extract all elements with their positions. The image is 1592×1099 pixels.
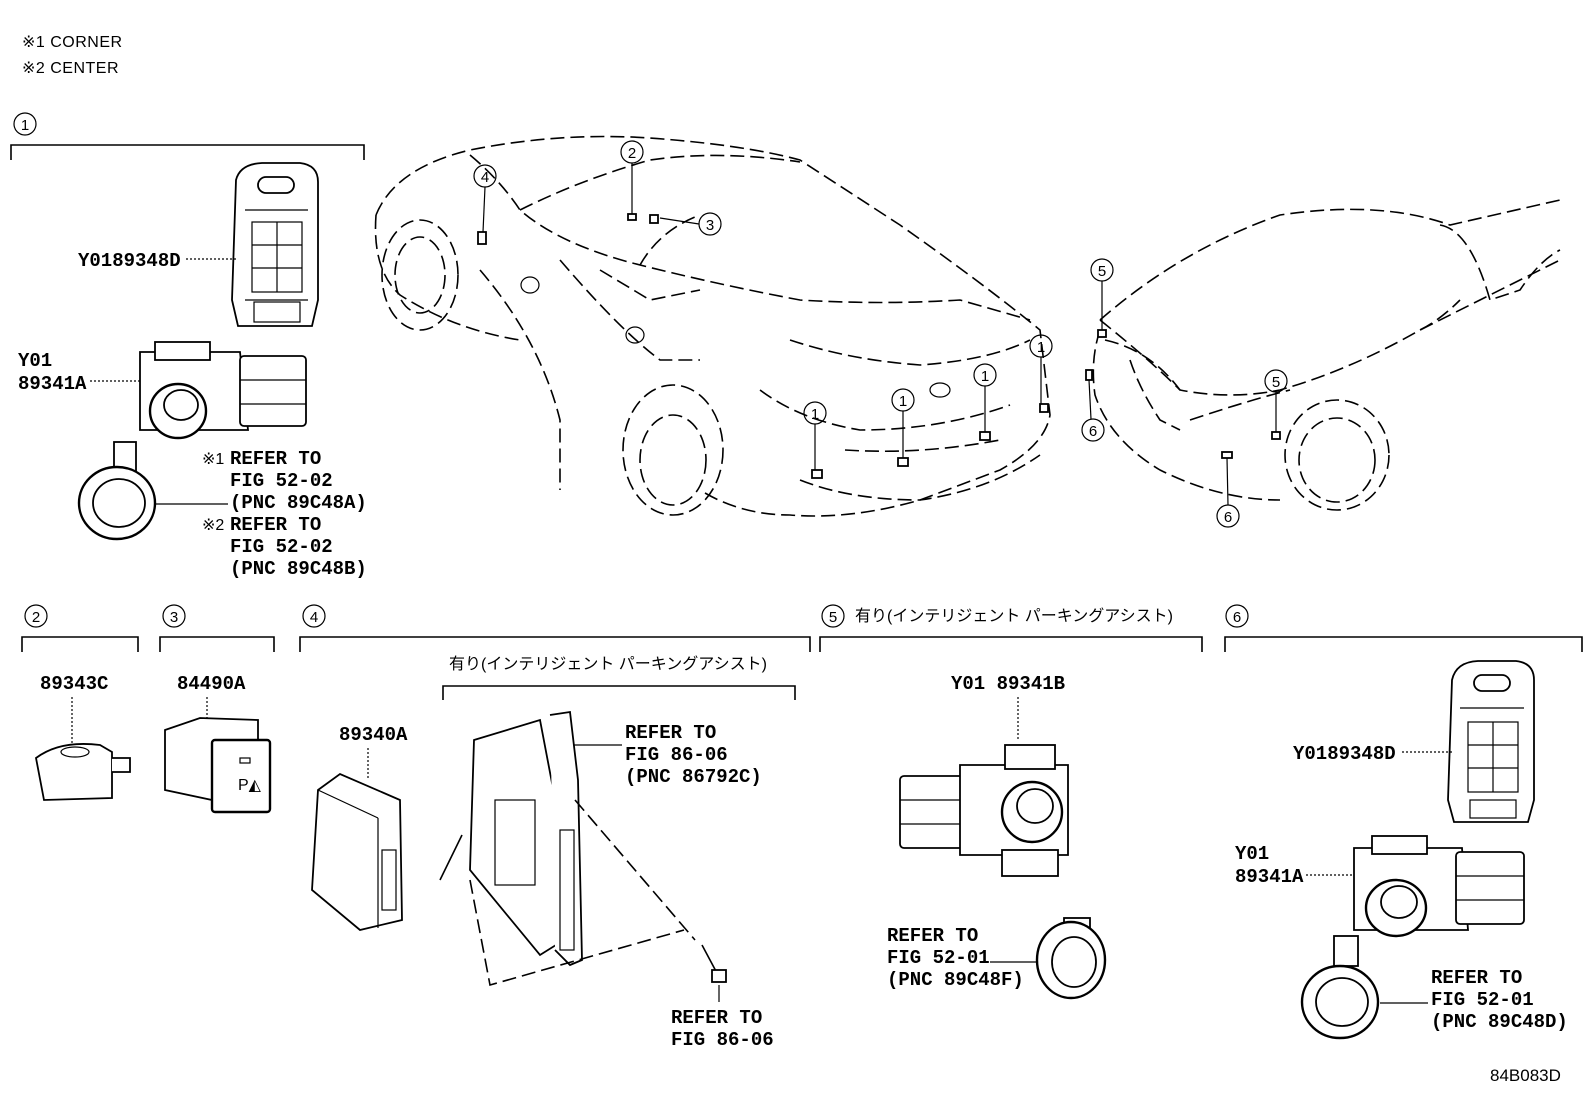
ref-bolt-line2: FIG 86-06 bbox=[671, 1029, 774, 1051]
ref-sensor-c-line1: REFER TO bbox=[1431, 967, 1522, 989]
group-4-sub-caption: 有り(インテリジェント パーキングアシスト) bbox=[449, 655, 767, 673]
group-1-number: 1 bbox=[21, 117, 29, 134]
group-1: 1 Y0189348D Y01 89341A bbox=[10, 112, 367, 580]
ref-sensor-c-line2: FIG 52-01 bbox=[1431, 989, 1534, 1011]
ref-text-2-line3: (PNC 89C48B) bbox=[230, 558, 367, 580]
group-5-number: 5 bbox=[829, 609, 837, 626]
callout-6b: 6 bbox=[1224, 509, 1232, 526]
group-5-caption: 有り(インテリジェント パーキングアシスト) bbox=[855, 607, 1173, 625]
note-corner: ※1 CORNER bbox=[22, 34, 123, 51]
part-label-y01-89341b: Y01 89341B bbox=[951, 673, 1065, 695]
sensor-retainer-b-illustration bbox=[1035, 917, 1107, 1000]
part-label-89343c: 89343C bbox=[40, 673, 108, 695]
ref-text-1-line2: FIG 52-02 bbox=[230, 470, 333, 492]
ecu-module-illustration bbox=[311, 772, 403, 931]
callout-2: 2 bbox=[628, 145, 636, 162]
ref-sensor-c-line3: (PNC 89C48D) bbox=[1431, 1011, 1568, 1033]
group-2-number: 2 bbox=[32, 609, 40, 626]
group-5: 5 有り(インテリジェント パーキングアシスト) Y01 89341B REFE… bbox=[819, 604, 1203, 1000]
sensor-bracket-b-illustration bbox=[1447, 660, 1535, 823]
callout-1d: 1 bbox=[1037, 339, 1045, 356]
callout-5a: 5 bbox=[1098, 263, 1106, 280]
note-center: ※2 CENTER bbox=[22, 60, 120, 77]
part-label-y0189348d-b: Y0189348D bbox=[1293, 743, 1396, 765]
ref-text-1-line3: (PNC 89C48A) bbox=[230, 492, 367, 514]
ref-ecu-line1: REFER TO bbox=[625, 722, 716, 744]
ref-mark-2: ※2 bbox=[202, 517, 224, 534]
rear-car-illustration bbox=[374, 135, 1051, 517]
callout-1a: 1 bbox=[811, 406, 819, 423]
bolt-illustration bbox=[701, 944, 727, 983]
callout-5b: 5 bbox=[1272, 374, 1280, 391]
group-3: 3 84490A P◭ bbox=[159, 604, 275, 814]
part-label-89341a-c: 89341A bbox=[1235, 866, 1304, 888]
sensor-bracket-illustration bbox=[231, 162, 319, 327]
part-label-y0189348d: Y0189348D bbox=[78, 250, 181, 272]
sensor-retainer-c-illustration bbox=[1300, 935, 1380, 1040]
parking-assist-switch-illustration: P◭ bbox=[164, 717, 272, 814]
group-1-callout-circle bbox=[13, 112, 37, 136]
parking-sensor-c-illustration bbox=[1353, 835, 1525, 938]
front-callouts: 5 5 6 6 bbox=[1081, 258, 1288, 528]
callout-6a: 6 bbox=[1089, 423, 1097, 440]
ref-bolt-line1: REFER TO bbox=[671, 1007, 762, 1029]
parking-sensor-illustration bbox=[139, 341, 307, 440]
callout-4: 4 bbox=[481, 169, 489, 186]
part-label-89341a: 89341A bbox=[18, 373, 87, 395]
part-label-84490a: 84490A bbox=[177, 673, 246, 695]
ref-text-1-line1: REFER TO bbox=[230, 448, 321, 470]
callout-1c: 1 bbox=[981, 368, 989, 385]
ref-ecu-line3: (PNC 86792C) bbox=[625, 766, 762, 788]
group-1-bracket-line bbox=[10, 144, 365, 160]
ref-text-2-line2: FIG 52-02 bbox=[230, 536, 333, 558]
ref-ecu-line2: FIG 86-06 bbox=[625, 744, 728, 766]
ref-sensor-b-line3: (PNC 89C48F) bbox=[887, 969, 1024, 991]
group-3-number: 3 bbox=[170, 609, 178, 626]
parking-sensor-b-illustration bbox=[899, 744, 1069, 877]
group-6-number: 6 bbox=[1233, 609, 1241, 626]
ref-sensor-b-line2: FIG 52-01 bbox=[887, 947, 990, 969]
rear-callouts: 1 1 1 1 2 3 4 bbox=[473, 140, 1053, 470]
callout-1b: 1 bbox=[899, 393, 907, 410]
group-6: 6 Y0189348D Y01 89341A bbox=[1224, 604, 1583, 1040]
group-4: 4 89340A 有り(インテリジェント パーキングアシスト) REFER TO… bbox=[299, 604, 811, 1051]
part-label-89340a: 89340A bbox=[339, 724, 408, 746]
ref-sensor-b-line1: REFER TO bbox=[887, 925, 978, 947]
sensor-retainer-illustration bbox=[77, 441, 157, 541]
part-label-y01-c: Y01 bbox=[1235, 843, 1269, 865]
figure-id: 84B083D bbox=[1490, 1066, 1561, 1085]
part-label-y01-top: Y01 bbox=[18, 350, 52, 372]
group-2: 2 89343C bbox=[21, 604, 139, 801]
switch-icon: P◭ bbox=[238, 777, 262, 794]
front-car-illustration bbox=[1085, 199, 1561, 511]
group-4-number: 4 bbox=[310, 609, 318, 626]
sensor-component-illustration bbox=[35, 743, 131, 801]
callout-3: 3 bbox=[706, 217, 714, 234]
ref-text-2-line1: REFER TO bbox=[230, 514, 321, 536]
ref-mark-1: ※1 bbox=[202, 451, 224, 468]
parking-assist-ecu-illustration bbox=[439, 710, 583, 967]
